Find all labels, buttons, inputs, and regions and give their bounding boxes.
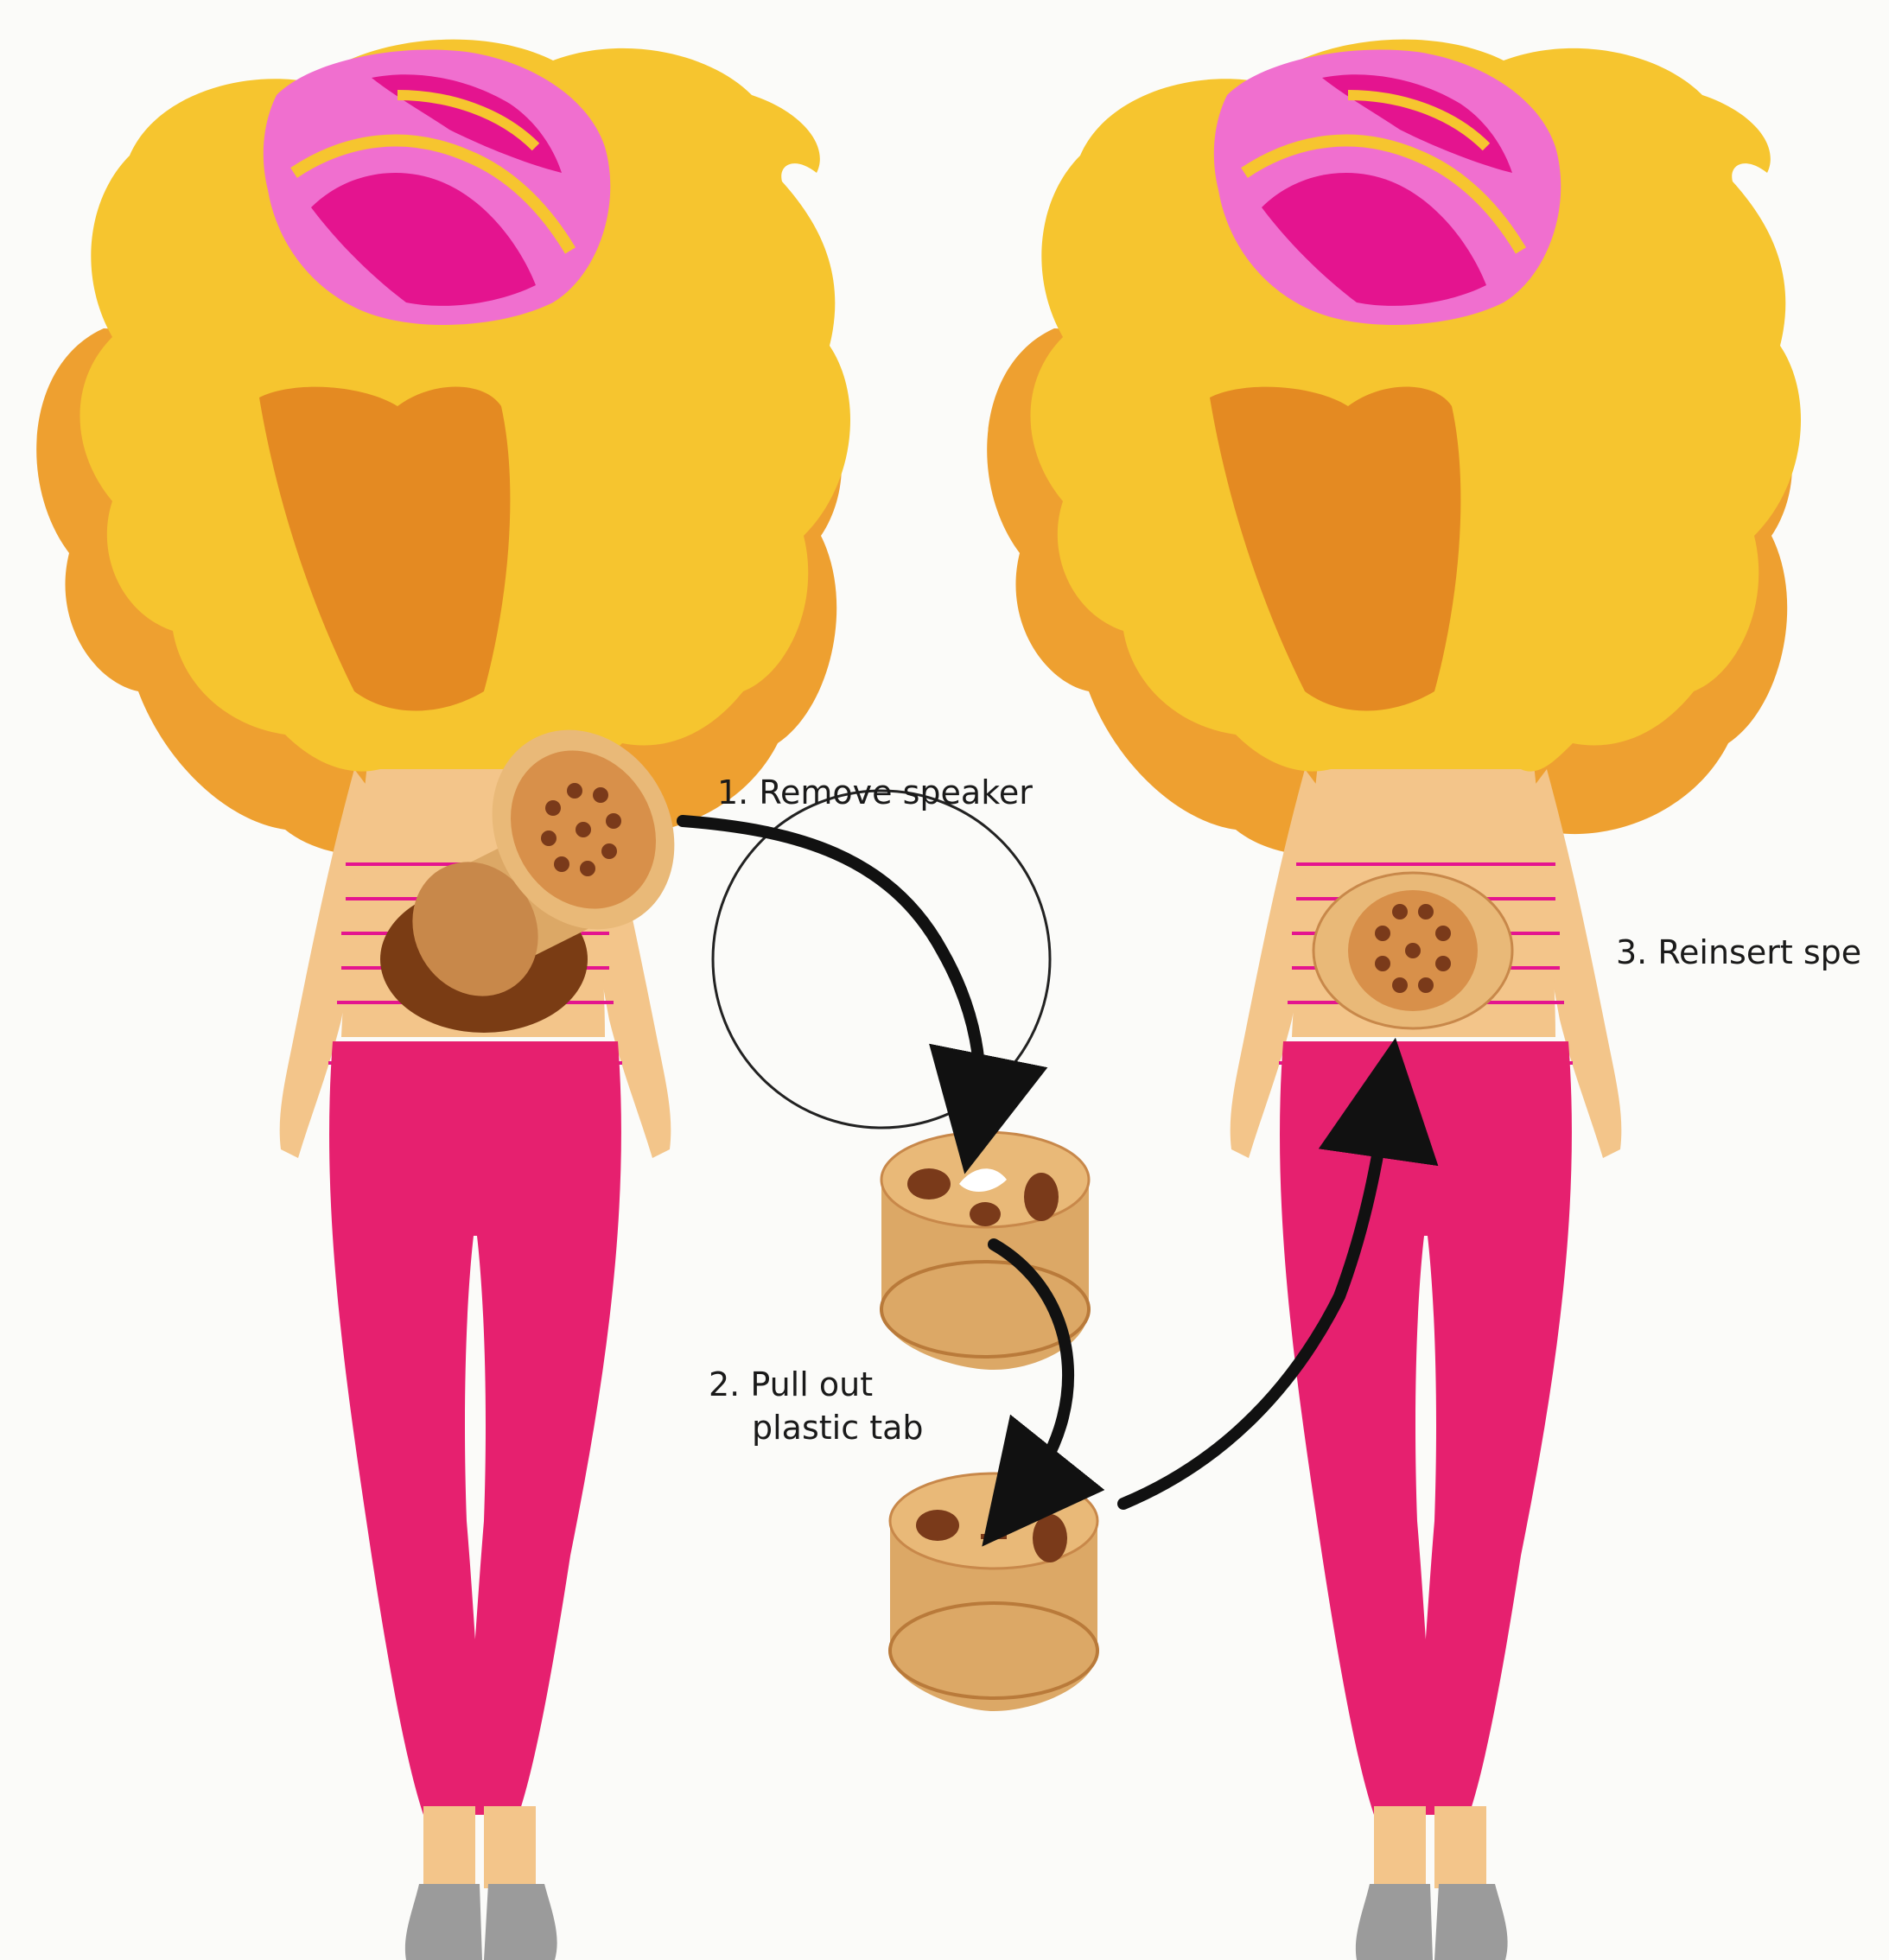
doll-left xyxy=(36,40,850,1960)
calf-left-left xyxy=(423,1806,475,1888)
speaker-inserted-right xyxy=(1313,873,1512,1028)
speaker-icon-2 xyxy=(890,1473,1097,1711)
pants-right xyxy=(1280,1041,1572,1815)
doll-right xyxy=(987,40,1801,1960)
curved-arrow-icon xyxy=(683,821,980,1115)
calf-right-right xyxy=(1434,1806,1486,1888)
sock-right-right xyxy=(1434,1884,1508,1960)
step1-label: 1. Remove speaker xyxy=(717,773,1033,811)
sock-right-left xyxy=(484,1884,557,1960)
sock-left-left xyxy=(405,1884,482,1960)
sock-left-right xyxy=(1356,1884,1433,1960)
pants-left xyxy=(329,1041,621,1815)
step2-label-line2: plastic tab xyxy=(752,1409,924,1447)
step2-label-line1: 2. Pull out xyxy=(709,1365,873,1403)
step3-label: 3. Reinsert spe xyxy=(1616,933,1861,971)
calf-right-left xyxy=(484,1806,536,1888)
calf-left-right xyxy=(1374,1806,1426,1888)
magnifier-circle xyxy=(713,791,1050,1128)
